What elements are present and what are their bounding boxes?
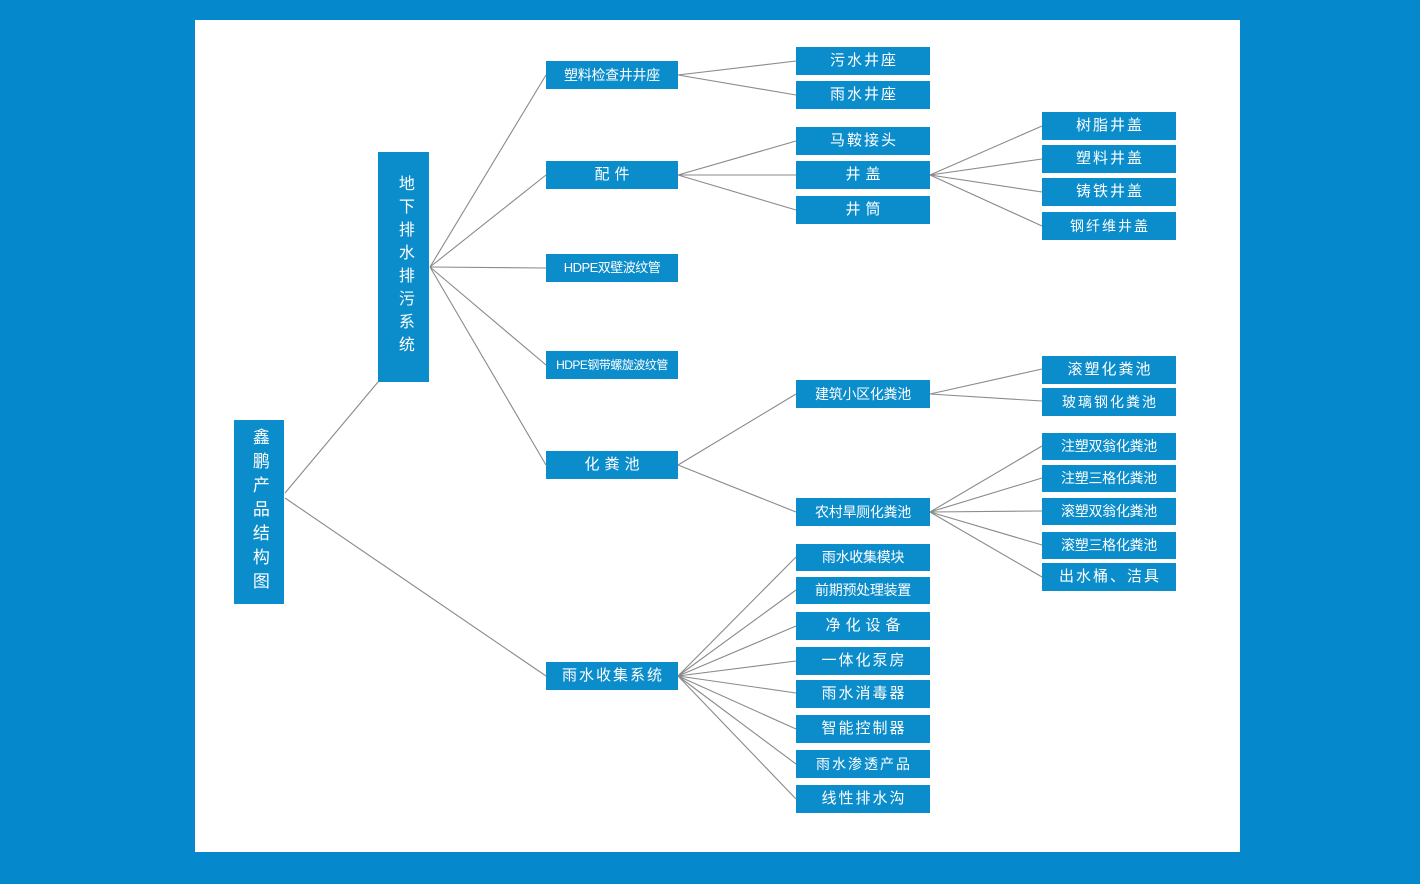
node-hdpe-double-wall-corrugated-pipe[interactable]: HDPE双壁波纹管 bbox=[546, 254, 678, 282]
node-plastic-manhole-cover[interactable]: 塑料井盖 bbox=[1042, 145, 1176, 173]
node-injection-molded-three-compartment-septic-tank[interactable]: 注塑三格化粪池 bbox=[1042, 465, 1176, 492]
node-hdpe-double-wall-corrugated-pipe-label: HDPE双壁波纹管 bbox=[563, 260, 661, 276]
node-frp-septic-tank[interactable]: 玻璃钢化粪池 bbox=[1042, 388, 1176, 416]
node-stormwater-well-base-label: 雨水井座 bbox=[829, 86, 898, 104]
node-outlet-bucket-and-sanitary-ware-label: 出水桶、洁具 bbox=[1058, 568, 1161, 586]
node-smart-controller[interactable]: 智能控制器 bbox=[796, 715, 930, 743]
node-root-label: 鑫鹏产品结构图 bbox=[249, 428, 269, 596]
node-cast-iron-manhole-cover-label: 铸铁井盖 bbox=[1075, 183, 1144, 201]
node-rotomolded-septic-tank-label: 滚塑化粪池 bbox=[1067, 361, 1153, 379]
node-underground-drainage-system[interactable]: 地下排水排污系统 bbox=[378, 152, 429, 382]
node-purification-equipment[interactable]: 净化设备 bbox=[796, 612, 930, 640]
node-manhole-cover[interactable]: 井盖 bbox=[796, 161, 930, 189]
node-rainwater-infiltration-products-label: 雨水渗透产品 bbox=[816, 755, 912, 772]
node-septic-tank-label: 化粪池 bbox=[584, 456, 645, 474]
node-well-shaft[interactable]: 井筒 bbox=[796, 196, 930, 224]
node-resin-manhole-cover[interactable]: 树脂井盖 bbox=[1042, 112, 1176, 140]
node-rainwater-collection-system[interactable]: 雨水收集系统 bbox=[546, 662, 678, 690]
node-steel-fiber-manhole-cover[interactable]: 钢纤维井盖 bbox=[1042, 212, 1176, 240]
node-linear-drainage-channel-label: 线性排水沟 bbox=[821, 790, 907, 808]
node-resin-manhole-cover-label: 树脂井盖 bbox=[1075, 117, 1144, 135]
node-residential-community-septic-tank-label: 建筑小区化粪池 bbox=[815, 385, 911, 402]
node-sewage-well-base-label: 污水井座 bbox=[829, 52, 898, 70]
node-saddle-joint-label: 马鞍接头 bbox=[829, 132, 898, 150]
node-purification-equipment-label: 净化设备 bbox=[825, 617, 906, 635]
node-cast-iron-manhole-cover[interactable]: 铸铁井盖 bbox=[1042, 178, 1176, 206]
node-rural-dry-toilet-septic-tank-label: 农村旱厕化粪池 bbox=[815, 503, 911, 520]
node-sewage-well-base[interactable]: 污水井座 bbox=[796, 47, 930, 75]
node-integrated-pump-house-label: 一体化泵房 bbox=[821, 652, 907, 670]
node-fittings[interactable]: 配件 bbox=[546, 161, 678, 189]
node-septic-tank[interactable]: 化粪池 bbox=[546, 451, 678, 479]
node-rainwater-disinfector-label: 雨水消毒器 bbox=[821, 685, 907, 703]
node-frp-septic-tank-label: 玻璃钢化粪池 bbox=[1062, 393, 1158, 410]
node-rotomolded-septic-tank[interactable]: 滚塑化粪池 bbox=[1042, 356, 1176, 384]
node-rainwater-infiltration-products[interactable]: 雨水渗透产品 bbox=[796, 750, 930, 778]
node-hdpe-steel-belt-spiral-corrugated-pipe[interactable]: HDPE钢带螺旋波纹管 bbox=[546, 351, 678, 379]
node-smart-controller-label: 智能控制器 bbox=[821, 720, 907, 738]
node-linear-drainage-channel[interactable]: 线性排水沟 bbox=[796, 785, 930, 813]
node-injection-molded-double-urn-septic-tank[interactable]: 注塑双翁化粪池 bbox=[1042, 433, 1176, 460]
node-rainwater-collection-module-label: 雨水收集模块 bbox=[821, 549, 905, 566]
node-manhole-cover-label: 井盖 bbox=[845, 166, 886, 184]
node-integrated-pump-house[interactable]: 一体化泵房 bbox=[796, 647, 930, 675]
node-rainwater-disinfector[interactable]: 雨水消毒器 bbox=[796, 680, 930, 708]
node-injection-molded-double-urn-septic-tank-label: 注塑双翁化粪池 bbox=[1061, 438, 1157, 455]
node-underground-drainage-system-label: 地下排水排污系统 bbox=[395, 175, 413, 359]
node-fittings-label: 配件 bbox=[594, 166, 635, 184]
node-stormwater-well-base[interactable]: 雨水井座 bbox=[796, 81, 930, 109]
node-pre-treatment-device-label: 前期预处理装置 bbox=[815, 582, 911, 599]
node-hdpe-steel-belt-spiral-corrugated-pipe-label: HDPE钢带螺旋波纹管 bbox=[556, 357, 668, 372]
node-outlet-bucket-and-sanitary-ware[interactable]: 出水桶、洁具 bbox=[1042, 563, 1176, 591]
node-steel-fiber-manhole-cover-label: 钢纤维井盖 bbox=[1070, 217, 1150, 234]
node-rotomolded-double-urn-septic-tank-label: 滚塑双翁化粪池 bbox=[1061, 503, 1157, 520]
node-injection-molded-three-compartment-septic-tank-label: 注塑三格化粪池 bbox=[1061, 470, 1157, 487]
node-rainwater-collection-system-label: 雨水收集系统 bbox=[561, 667, 664, 685]
node-rotomolded-double-urn-septic-tank[interactable]: 滚塑双翁化粪池 bbox=[1042, 498, 1176, 525]
node-plastic-manhole-cover-label: 塑料井盖 bbox=[1075, 150, 1144, 168]
node-rural-dry-toilet-septic-tank[interactable]: 农村旱厕化粪池 bbox=[796, 498, 930, 526]
node-plastic-inspection-well-base[interactable]: 塑料检查井井座 bbox=[546, 61, 678, 89]
node-pre-treatment-device[interactable]: 前期预处理装置 bbox=[796, 577, 930, 604]
node-plastic-inspection-well-base-label: 塑料检查井井座 bbox=[564, 66, 660, 83]
node-root[interactable]: 鑫鹏产品结构图 bbox=[234, 420, 284, 604]
node-well-shaft-label: 井筒 bbox=[845, 201, 886, 219]
node-saddle-joint[interactable]: 马鞍接头 bbox=[796, 127, 930, 155]
node-residential-community-septic-tank[interactable]: 建筑小区化粪池 bbox=[796, 380, 930, 408]
node-rotomolded-three-compartment-septic-tank[interactable]: 滚塑三格化粪池 bbox=[1042, 532, 1176, 559]
node-rotomolded-three-compartment-septic-tank-label: 滚塑三格化粪池 bbox=[1061, 537, 1157, 554]
node-rainwater-collection-module[interactable]: 雨水收集模块 bbox=[796, 544, 930, 571]
